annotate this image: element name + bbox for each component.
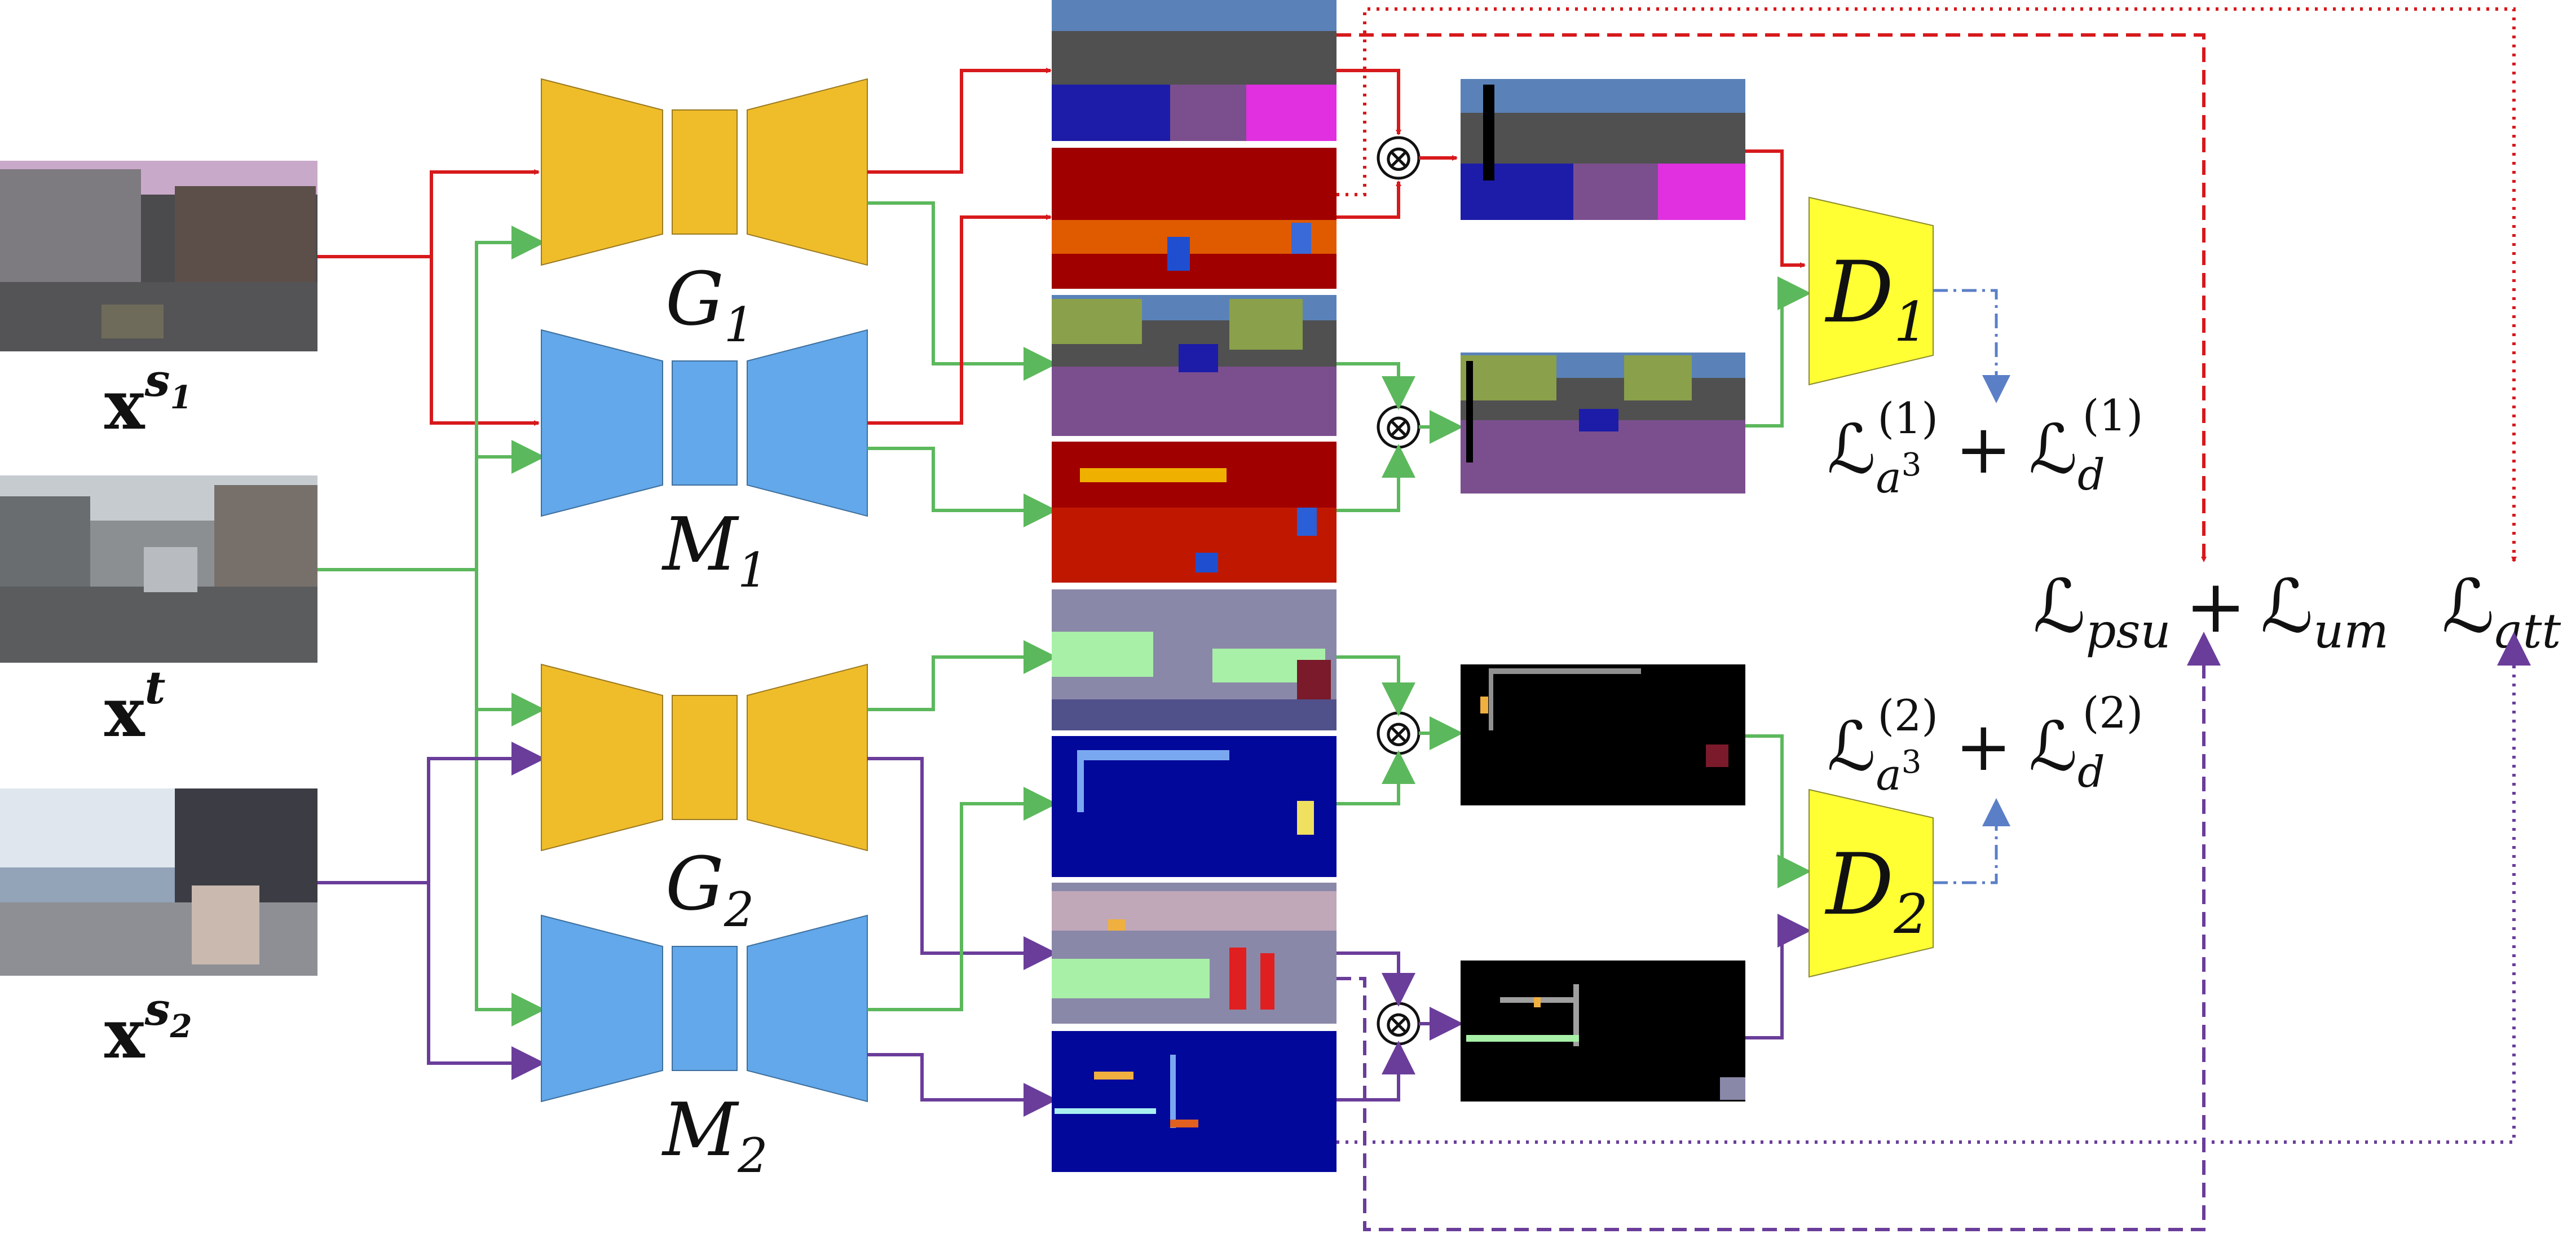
loss-psu-um: ℒpsu+ℒum bbox=[2033, 563, 2389, 659]
seg-map-target-1 bbox=[1052, 295, 1336, 436]
multiply-node-1: ⊗ bbox=[1377, 136, 1421, 180]
multiply-node-2: ⊗ bbox=[1377, 405, 1421, 449]
arrow-seg2-to-mult4 bbox=[1336, 951, 1415, 1007]
input-image-source2 bbox=[0, 788, 317, 976]
arrow-unc1-to-mult1 bbox=[1336, 180, 1401, 219]
label-m1: M1 bbox=[661, 501, 768, 598]
arrow-d2-to-loss2 bbox=[1933, 798, 2010, 884]
arrow-g2-to-seg bbox=[867, 757, 1057, 970]
arrow-maskedt2-to-d2 bbox=[1745, 734, 1811, 888]
seg-map-target-2 bbox=[1052, 589, 1336, 730]
arrow-segt1-to-mult2 bbox=[1336, 362, 1415, 410]
arrow-g1-to-seg-t bbox=[867, 201, 1057, 381]
arrow-unct2-to-mult3 bbox=[1336, 750, 1415, 805]
arrow-g1-to-seg bbox=[867, 68, 1052, 174]
discriminator-d1 bbox=[1809, 196, 1934, 386]
svg-text:⊗: ⊗ bbox=[1383, 406, 1414, 449]
svg-text:⊗: ⊗ bbox=[1383, 1002, 1414, 1046]
network-g2 bbox=[541, 663, 868, 852]
uncertainty-map-source2 bbox=[1052, 1031, 1336, 1172]
multiply-node-3: ⊗ bbox=[1377, 711, 1421, 755]
arrow-m2-to-unc bbox=[867, 1053, 1057, 1117]
arrow-xs2-to-g2 bbox=[317, 742, 545, 884]
loss-branch1: ℒa3(1)+ℒd(1) bbox=[1827, 390, 2143, 503]
network-m1 bbox=[541, 329, 868, 517]
arrow-d1-to-loss1 bbox=[1933, 289, 2010, 403]
svg-text:⊗: ⊗ bbox=[1383, 136, 1414, 180]
loss-att: ℒatt bbox=[2442, 563, 2561, 659]
arrow-xt-to-g2 bbox=[475, 570, 545, 726]
uncertainty-map-source1 bbox=[1052, 148, 1336, 289]
label-d2: D2 bbox=[1824, 836, 1928, 946]
network-g1 bbox=[541, 78, 868, 266]
label-g2: G2 bbox=[665, 841, 754, 937]
label-g1: G1 bbox=[665, 256, 754, 353]
arrow-xs2-to-m2 bbox=[427, 883, 545, 1080]
arrow-masked2-to-d2 bbox=[1745, 914, 1811, 1039]
arrow-maskedt1-to-d1 bbox=[1745, 276, 1811, 428]
arrow-m1-to-unc-t bbox=[867, 447, 1057, 527]
label-xs1: xs1 bbox=[104, 354, 192, 445]
arrow-xs1-to-m1 bbox=[430, 257, 540, 426]
input-image-target bbox=[0, 475, 317, 663]
arrow-unc1-to-att bbox=[1336, 7, 2517, 562]
masked-map-target1 bbox=[1461, 353, 1745, 494]
masked-map-source1 bbox=[1461, 79, 1745, 220]
seg-map-source1 bbox=[1052, 0, 1336, 141]
uncertainty-map-target-1 bbox=[1052, 442, 1336, 583]
arrow-xt-to-g1 bbox=[475, 226, 545, 570]
network-m2 bbox=[541, 914, 868, 1103]
arrow-seg1-to-mult1 bbox=[1336, 69, 1401, 135]
input-image-source1 bbox=[0, 161, 317, 351]
arrow-masked1-to-d1 bbox=[1745, 149, 1806, 268]
label-m2: M2 bbox=[661, 1087, 768, 1183]
uncertainty-map-target-2 bbox=[1052, 736, 1336, 877]
svg-text:⊗: ⊗ bbox=[1383, 712, 1414, 755]
arrow-m2-to-unc-t bbox=[867, 787, 1057, 1011]
arrow-m1-to-unc bbox=[867, 214, 1052, 425]
arrow-xt-to-m2 bbox=[475, 710, 545, 1026]
arrow-g2-to-seg-t bbox=[867, 640, 1057, 711]
arrow-unct1-to-mult2 bbox=[1336, 444, 1415, 512]
multiply-node-4: ⊗ bbox=[1377, 1002, 1421, 1046]
arrow-seg1-to-psu bbox=[1336, 33, 2207, 562]
masked-map-target2 bbox=[1461, 664, 1745, 805]
arrow-seg2-to-psu bbox=[1336, 632, 2221, 1231]
arrow-xs1-to-g1 bbox=[317, 169, 540, 258]
masked-map-source2 bbox=[1461, 961, 1745, 1102]
loss-branch2: ℒa3(2)+ℒd(2) bbox=[1827, 688, 2143, 800]
arrow-unc2-to-mult4 bbox=[1336, 1041, 1415, 1102]
label-xt: xt bbox=[104, 661, 166, 752]
arrow-segt2-to-mult3 bbox=[1336, 655, 1415, 716]
seg-map-source2 bbox=[1052, 883, 1336, 1024]
discriminator-d2 bbox=[1809, 788, 1934, 978]
label-xs2: xs2 bbox=[104, 983, 192, 1074]
label-d1: D1 bbox=[1824, 244, 1928, 354]
